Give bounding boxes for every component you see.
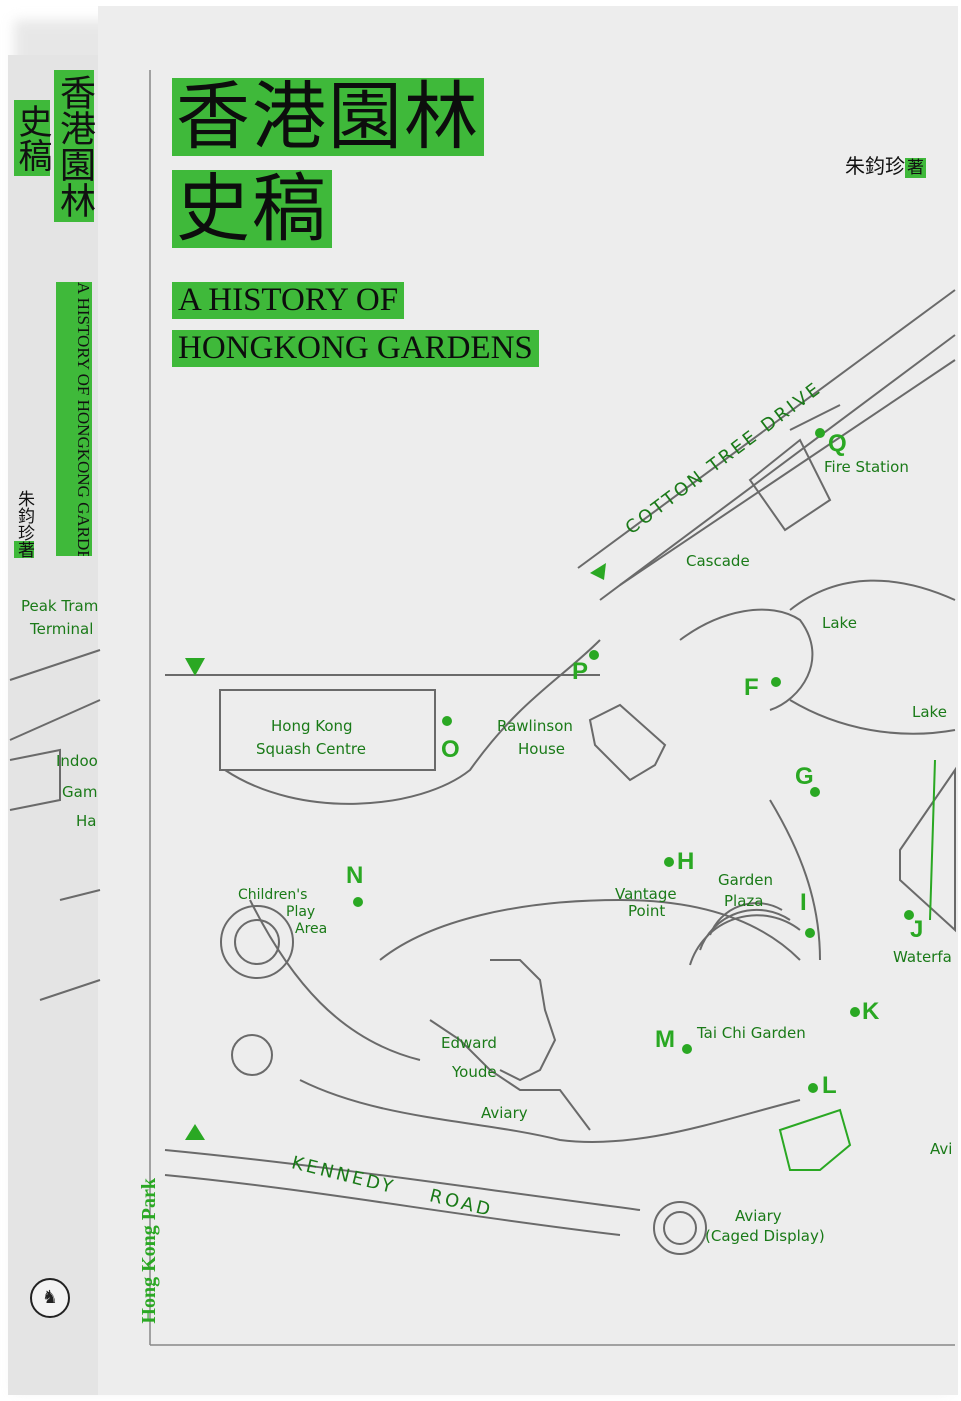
label-garden-2: Plaza bbox=[724, 892, 764, 910]
label-indoor-2: Gam bbox=[62, 783, 98, 801]
label-rawlinson-2: House bbox=[518, 740, 566, 758]
label-lake-1: Lake bbox=[822, 614, 857, 632]
label-peak-1: Peak Tram bbox=[21, 597, 99, 615]
label-taichi: Tai Chi Garden bbox=[697, 1024, 806, 1042]
label-squash-1: Hong Kong bbox=[271, 717, 353, 735]
cover-title-cn-line1: 香港園林 bbox=[172, 78, 484, 156]
author-mark: 著 bbox=[905, 158, 926, 178]
marker-l: L bbox=[822, 1072, 837, 1099]
marker-h: H bbox=[677, 848, 695, 875]
dot-l bbox=[808, 1083, 818, 1093]
dot-q bbox=[815, 428, 825, 438]
marker-k: K bbox=[862, 998, 880, 1025]
marker-q: Q bbox=[828, 430, 847, 457]
dot-j bbox=[904, 910, 914, 920]
label-aviary-2: Youde bbox=[452, 1063, 497, 1081]
dot-n bbox=[353, 897, 363, 907]
spine-author-mark: 著 bbox=[14, 541, 34, 558]
marker-g: G bbox=[795, 763, 814, 790]
author-name: 朱鈞珍 bbox=[845, 154, 905, 178]
dot-h bbox=[664, 857, 674, 867]
label-squash-2: Squash Centre bbox=[256, 740, 366, 758]
dot-k bbox=[850, 1007, 860, 1017]
label-aviary-caged-2: (Caged Display) bbox=[705, 1227, 825, 1245]
label-children-3: Area bbox=[295, 921, 328, 937]
label-children-1: Children's bbox=[238, 887, 308, 903]
label-garden-1: Garden bbox=[718, 871, 773, 889]
label-cascade: Cascade bbox=[686, 552, 750, 570]
marker-o: O bbox=[441, 736, 460, 763]
cover-title-en-line2: HONGKONG GARDENS bbox=[172, 330, 539, 367]
marker-i: I bbox=[800, 889, 807, 916]
spine-title-en: A HISTORY OF HONGKONG GARDENS bbox=[56, 282, 92, 556]
label-fire-station: Fire Station bbox=[824, 458, 909, 476]
cover-title-cn-line2: 史稿 bbox=[172, 170, 332, 248]
dot-f bbox=[771, 677, 781, 687]
label-avi-cut: Avi bbox=[930, 1140, 953, 1158]
marker-n: N bbox=[346, 862, 364, 889]
dot-g bbox=[810, 787, 820, 797]
cover-title-en-line1: A HISTORY OF bbox=[172, 282, 405, 319]
label-vantage-1: Vantage bbox=[615, 885, 677, 903]
book-spine bbox=[8, 55, 106, 1395]
label-children-2: Play bbox=[286, 904, 316, 920]
marker-m: M bbox=[655, 1026, 675, 1053]
label-indoor-1: Indoo bbox=[56, 752, 98, 770]
label-aviary-1: Edward bbox=[441, 1034, 497, 1052]
label-waterfall: Waterfa bbox=[893, 948, 952, 966]
label-rawlinson-1: Rawlinson bbox=[497, 717, 573, 735]
marker-f: F bbox=[744, 674, 759, 701]
label-indoor-3: Ha bbox=[76, 812, 97, 830]
dot-i bbox=[805, 928, 815, 938]
spine-title-cn-b: 史稿 bbox=[12, 100, 52, 176]
label-peak-2: Terminal bbox=[30, 620, 94, 638]
label-aviary-caged-1: Aviary bbox=[735, 1207, 782, 1225]
lion-logo-icon: ♞ bbox=[30, 1278, 70, 1318]
spine-author-name: 朱鈞珍 bbox=[14, 490, 34, 541]
spine-author: 朱鈞珍著 bbox=[14, 490, 34, 558]
marker-j: J bbox=[910, 916, 924, 943]
dot-o bbox=[442, 716, 452, 726]
marker-p: P bbox=[572, 658, 589, 685]
dot-m bbox=[682, 1044, 692, 1054]
label-vantage-2: Point bbox=[628, 902, 666, 920]
label-aviary-3: Aviary bbox=[481, 1104, 528, 1122]
park-name: Hong Kong Park bbox=[138, 1178, 160, 1324]
spine-title-cn-a: 香港園林 bbox=[54, 70, 95, 222]
dot-p bbox=[589, 650, 599, 660]
cover-author: 朱鈞珍著 bbox=[845, 150, 926, 179]
label-lake-2: Lake bbox=[912, 703, 947, 721]
